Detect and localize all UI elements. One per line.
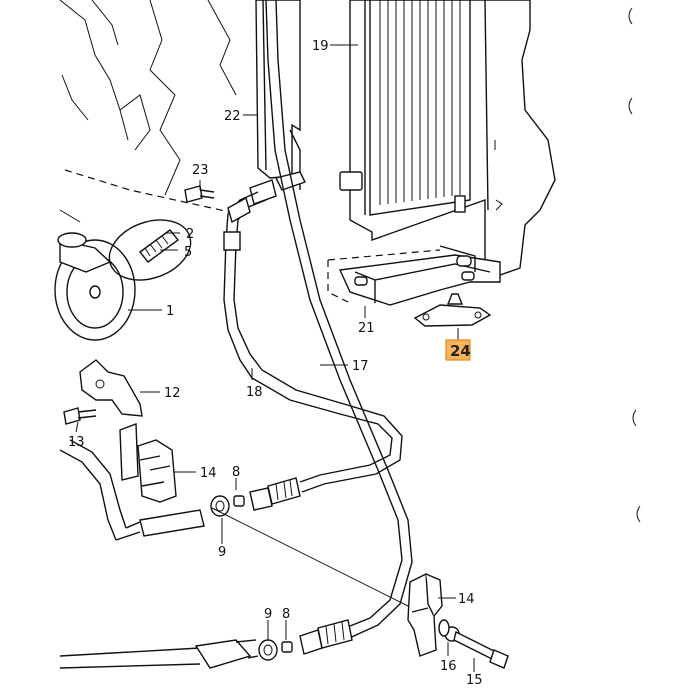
callout-8-lower: 8 xyxy=(282,607,290,622)
bracket-12 xyxy=(79,359,143,417)
callout-14-lower: 14 xyxy=(458,592,475,607)
callout-16: 16 xyxy=(440,659,457,674)
pipe-lower-left xyxy=(59,439,205,541)
fitting-8a xyxy=(233,495,245,507)
callout-18: 18 xyxy=(246,385,263,400)
hose-17 xyxy=(265,0,413,641)
oring-5 xyxy=(108,219,192,281)
fitting-9b xyxy=(258,639,278,661)
connector-middle xyxy=(249,477,301,511)
highlighted-callout-24[interactable]: 24 xyxy=(445,339,471,361)
callout-17: 17 xyxy=(352,359,369,374)
callout-5: 5 xyxy=(184,245,192,260)
highlight-box[interactable] xyxy=(445,339,471,361)
callout-24: 24 xyxy=(450,342,471,360)
hose-18 xyxy=(223,171,403,493)
callout-19: 19 xyxy=(312,39,329,54)
assembly-line xyxy=(211,507,421,613)
pipe-bottom xyxy=(59,639,259,669)
bolt-15 xyxy=(453,630,509,669)
callout-8-upper: 8 xyxy=(232,465,240,480)
callout-13: 13 xyxy=(68,435,85,450)
fitting-9a xyxy=(210,495,230,517)
bracket-21 xyxy=(327,245,501,306)
fitting-8b xyxy=(281,641,293,653)
callout-1: 1 xyxy=(166,304,174,319)
callout-9-lower: 9 xyxy=(264,607,272,622)
engine-outline xyxy=(59,0,237,223)
connector-lower xyxy=(299,619,353,655)
bolt-13 xyxy=(63,407,97,425)
callout-23: 23 xyxy=(192,163,209,178)
callout-21: 21 xyxy=(358,321,375,336)
washer xyxy=(438,619,450,637)
callout-9-upper: 9 xyxy=(218,545,226,560)
cooler-fins xyxy=(379,0,461,205)
bolt-23 xyxy=(184,185,215,203)
callout-14-upper: 14 xyxy=(200,466,217,481)
clamp-14b xyxy=(407,572,443,657)
callout-2: 2 xyxy=(186,227,194,242)
clamp-14a xyxy=(119,423,177,503)
edge-marks xyxy=(628,7,641,523)
callout-12: 12 xyxy=(164,386,181,401)
callout-labels: 19 22 23 2 5 1 21 17 18 12 13 14 8 9 14 … xyxy=(68,39,483,688)
pulley-1 xyxy=(54,232,136,341)
mounting-plate-24 xyxy=(413,293,492,327)
callout-22: 22 xyxy=(224,109,241,124)
oil-cooler xyxy=(339,0,556,276)
callout-15: 15 xyxy=(466,673,483,688)
leader-lines xyxy=(75,44,475,672)
